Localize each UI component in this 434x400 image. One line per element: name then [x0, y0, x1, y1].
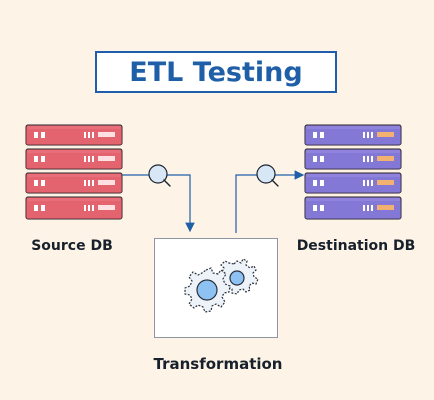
gears-icon	[184, 258, 259, 313]
source-to-transformation-connector	[122, 174, 195, 233]
title-box: ETL Testing	[95, 51, 337, 93]
magnifier-icon	[148, 164, 171, 187]
source-db-label: Source DB	[31, 238, 113, 254]
destination-db-label: Destination DB	[296, 238, 416, 254]
source-db-icon	[25, 124, 123, 220]
magnifier-icon	[256, 164, 279, 187]
page-title: ETL Testing	[129, 56, 303, 88]
transformation-label: Transformation	[153, 355, 283, 373]
destination-db-icon	[304, 124, 402, 220]
transformation-to-destination-connector	[235, 170, 305, 233]
transformation-box	[154, 238, 278, 338]
